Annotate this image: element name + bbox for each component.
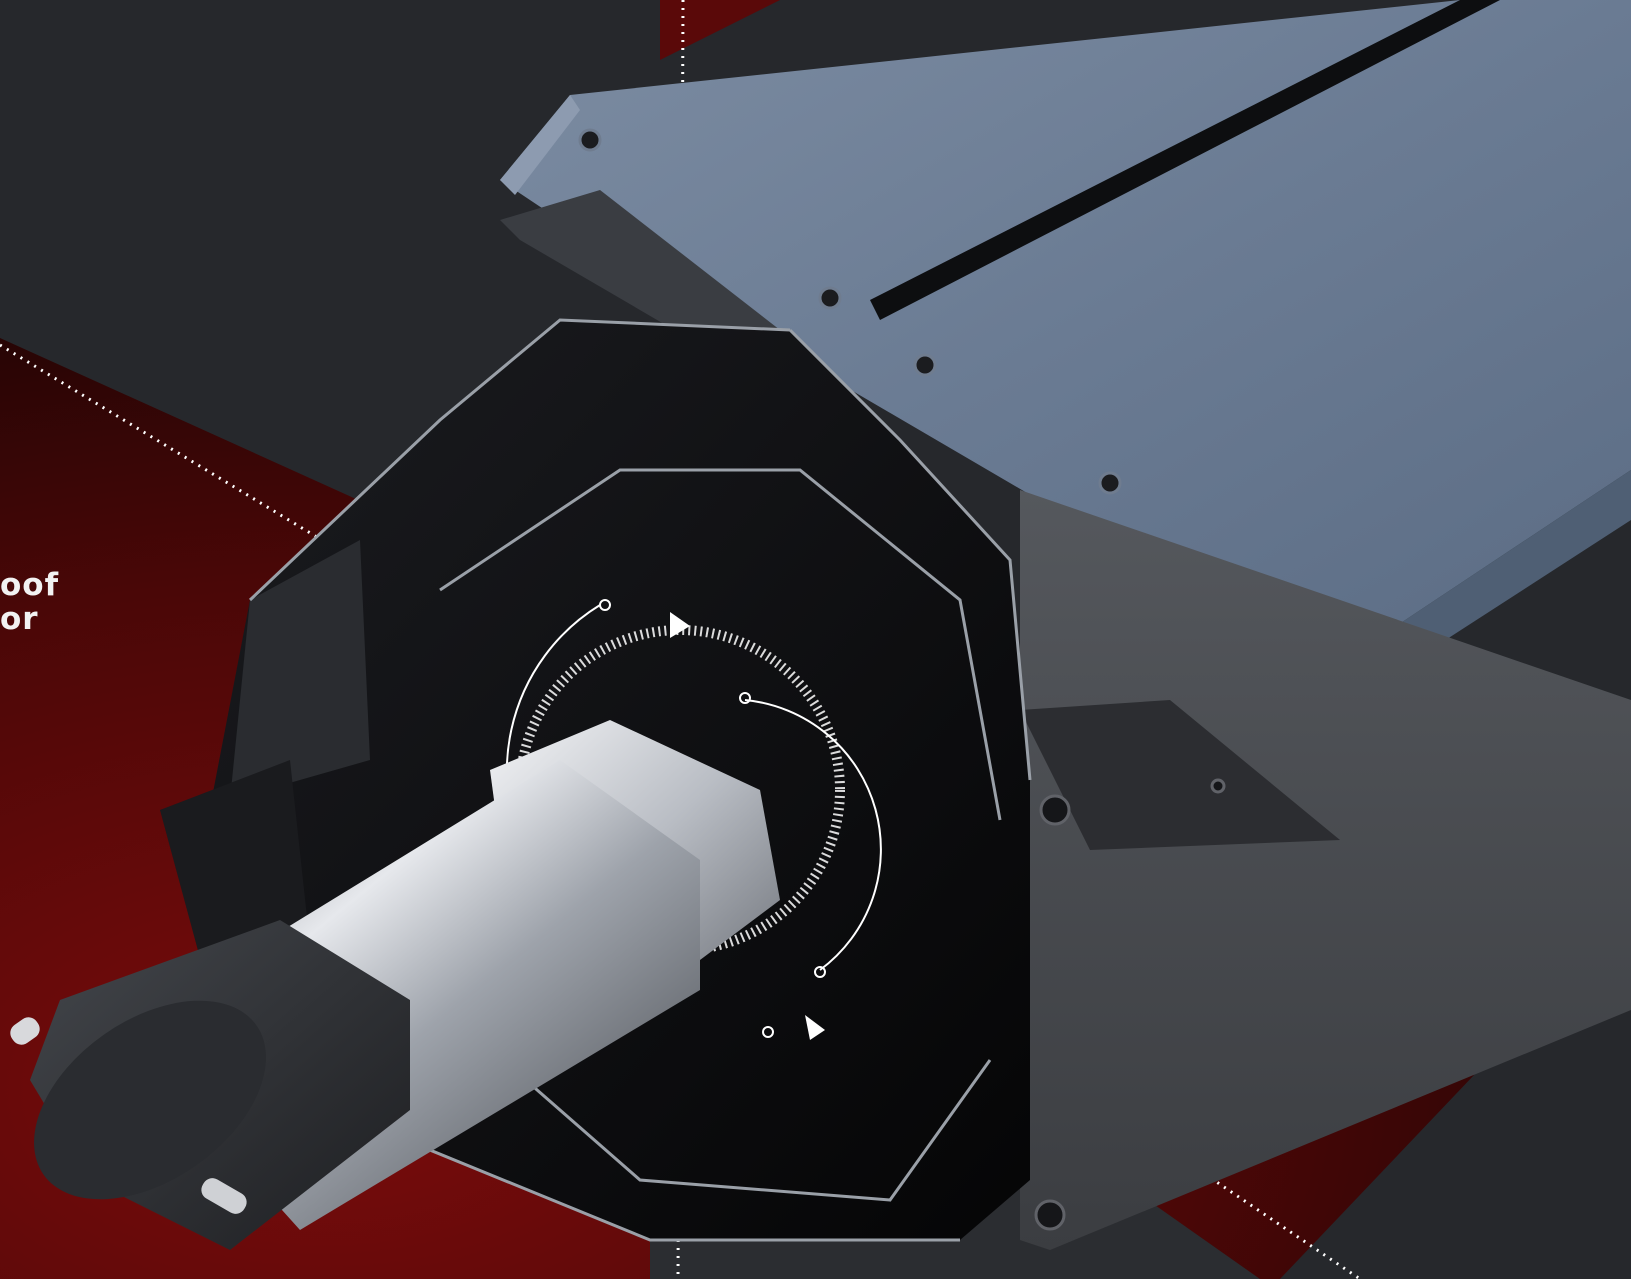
cassette-edge — [500, 95, 580, 195]
arrow-icon — [670, 612, 690, 638]
red-accent-top — [660, 0, 780, 60]
axle-pin — [10, 1017, 40, 1045]
end-cap-face — [34, 1000, 266, 1200]
housing-left-wall — [230, 540, 370, 800]
caption-line-2: or — [0, 601, 39, 637]
cassette-top — [500, 0, 1631, 670]
feature-caption: oof or — [0, 568, 59, 636]
caption-line-1: oof — [0, 567, 60, 603]
side-panel — [1020, 490, 1631, 1250]
side-panel-recess — [1020, 700, 1340, 850]
axle-pin — [201, 1178, 247, 1214]
side-screws — [1034, 778, 1226, 1231]
cassette-groove — [870, 0, 1500, 320]
arrow-icon — [805, 1015, 825, 1040]
